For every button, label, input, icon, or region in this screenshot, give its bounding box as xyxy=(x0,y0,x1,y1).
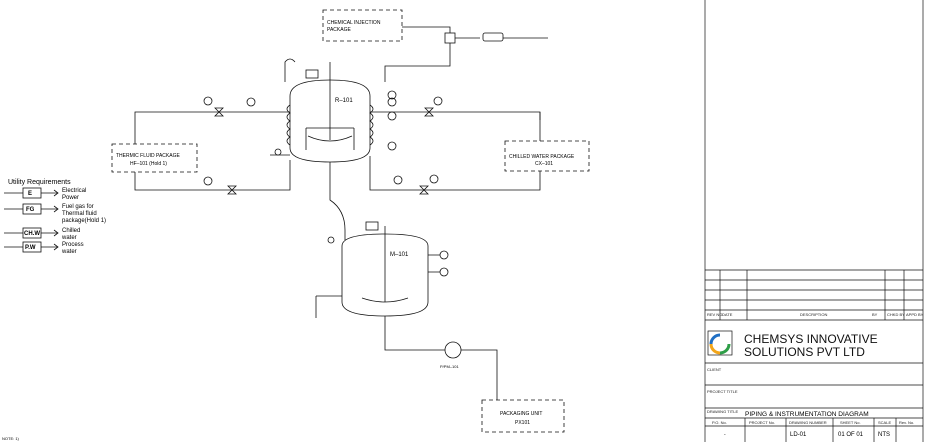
chemical-injection-label-2: PACKAGE xyxy=(327,27,351,33)
rev-header-description: DESCRIPTION xyxy=(800,312,827,317)
reactor-r101-vessel xyxy=(289,79,371,163)
rev-header-by: BY xyxy=(872,312,878,317)
chemical-injection-package-box xyxy=(322,9,403,42)
utility-title: Utility Requirements xyxy=(8,179,71,186)
rev-header-rev-no: REV NO. xyxy=(707,312,723,317)
chilled-water-package-box xyxy=(504,140,590,172)
thermic-fluid-label-2: HF–101 (Hold 1) xyxy=(130,161,167,167)
utility-label-e-2: Power xyxy=(62,195,79,201)
mixer-m101-vessel xyxy=(341,233,429,317)
utility-code-chw: CH.W xyxy=(24,231,40,237)
footer-header-drawing-number: DRAWING NUMBER xyxy=(789,420,827,425)
packaging-unit-box xyxy=(481,399,565,433)
utility-label-chw-1: Chilled xyxy=(62,228,80,234)
pump-tag: P/PM–101 xyxy=(440,364,459,369)
footer-header-scale: SCALE xyxy=(878,420,891,425)
chilled-water-label-2: CX–101 xyxy=(535,161,553,167)
footer-header-po: P.O. No. xyxy=(712,420,727,425)
flow-meter xyxy=(482,32,504,42)
rev-header-date: DATE xyxy=(722,312,733,317)
reactor-motor xyxy=(305,69,319,79)
utility-label-pw-2: water xyxy=(61,249,77,255)
company-logo xyxy=(707,330,733,356)
chemical-injection-label-1: CHEMICAL INJECTION xyxy=(327,20,381,26)
drawing-text: CHEMICAL INJECTION PACKAGE R–101 THERMIC… xyxy=(2,20,575,441)
packaging-unit-label-1: PACKAGING UNIT xyxy=(500,411,542,417)
company-name-line1: CHEMSYS INNOVATIVE xyxy=(744,332,878,346)
footer-value-drawing-number: LD-01 xyxy=(790,432,807,438)
utility-code-pw: P.W xyxy=(25,245,36,251)
utility-label-fg-2: Thermal fluid xyxy=(62,211,97,217)
utility-label-pw-1: Process xyxy=(62,242,84,248)
footer-value-sheet-no: 01 OF 01 xyxy=(838,432,864,438)
rev-header-chkd: CHKD BY xyxy=(887,312,905,317)
pump-p101 xyxy=(444,341,462,359)
thermic-fluid-package-box xyxy=(111,143,198,173)
utility-code-e: E xyxy=(28,191,32,197)
footer-value-scale: NTS xyxy=(878,432,890,438)
utility-label-fg-1: Fuel gas for xyxy=(62,204,94,210)
footer-value-po: - xyxy=(724,432,726,438)
thermic-fluid-label-1: THERMIC FLUID PACKAGE xyxy=(116,153,180,159)
utility-label-e-1: Electrical xyxy=(62,188,86,194)
title-block: REV NO. DATE DESCRIPTION BY CHKD BY APPD… xyxy=(704,0,924,442)
footer-header-rev-no: Rev. No. xyxy=(899,420,914,425)
drawing-title-label: DRAWING TITLE xyxy=(707,409,738,414)
piping-lines xyxy=(4,9,590,433)
company-name-line2: SOLUTIONS PVT LTD xyxy=(744,345,865,359)
footer-header-sheet-no: SHEET No. xyxy=(840,420,861,425)
chilled-water-label-1: CHILLED WATER PACKAGE xyxy=(509,154,575,160)
drawing-title: PIPING & INSTRUMENTATION DIAGRAM xyxy=(745,411,869,418)
project-title-label: PROJECT TITLE xyxy=(707,389,738,394)
footer-note: NOTE: 1) xyxy=(2,436,20,441)
utility-label-fg-3: package(Hold 1) xyxy=(62,218,106,224)
utility-label-chw-2: water xyxy=(61,235,77,241)
client-label: CLIENT xyxy=(707,367,722,372)
rev-header-appd: APPD BY xyxy=(906,312,924,317)
packaging-unit-label-2: PX101 xyxy=(515,420,530,426)
footer-header-project-no: PROJECT No. xyxy=(749,420,775,425)
reactor-tag: R–101 xyxy=(335,98,353,104)
injection-valve-box xyxy=(444,32,456,44)
utility-code-fg: FG xyxy=(26,207,35,213)
mixer-tag: M–101 xyxy=(390,252,409,258)
